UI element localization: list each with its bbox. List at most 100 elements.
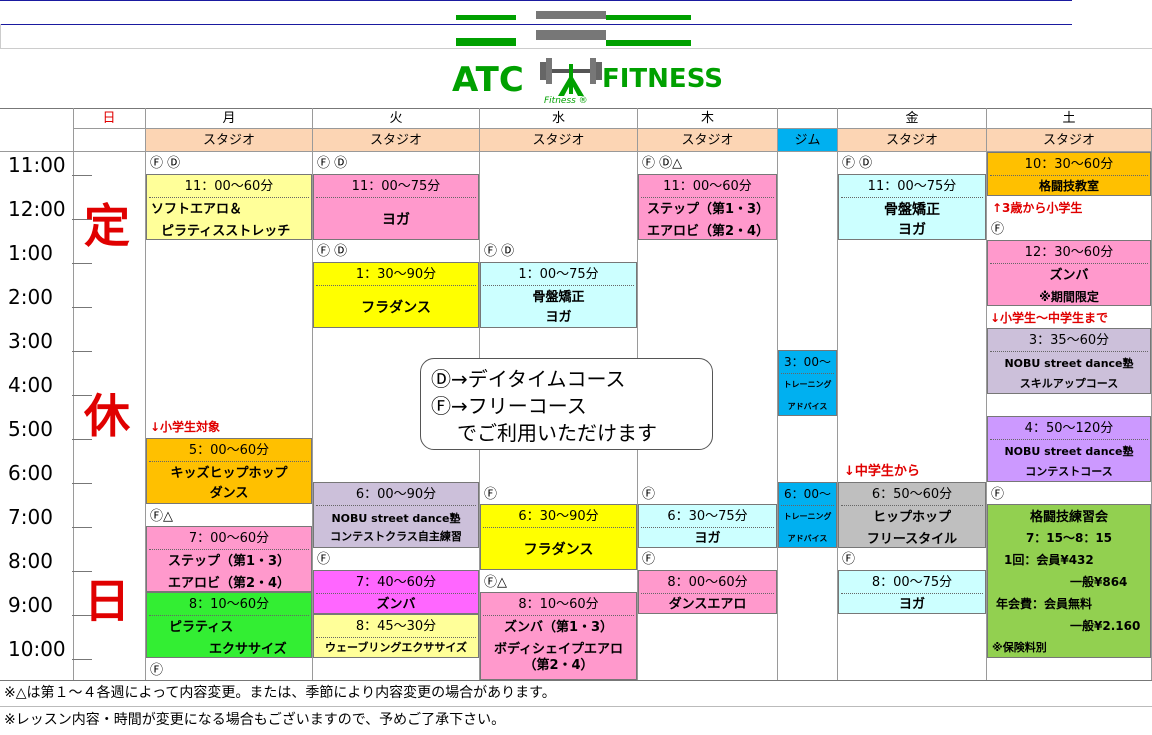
divider [841, 593, 983, 594]
class-name: ヨガ [694, 531, 721, 546]
time-0700: 7:00 [8, 505, 53, 529]
class-name: ヒップホップ [872, 510, 951, 525]
class-time: 8：10〜60分 [518, 597, 599, 612]
class-tue-2: 1：30〜90分 フラダンス [313, 262, 479, 328]
class-time: 11：00〜75分 [867, 179, 957, 194]
class-name: ウェーブリングエクササイズ [324, 641, 467, 654]
class-time: 6：30〜75分 [667, 509, 748, 524]
class-fri-3: 8：00〜75分 ヨガ [838, 570, 986, 614]
gym-label: ジム [794, 133, 821, 148]
class-time: 8：10〜60分 [188, 597, 270, 612]
day-wed-label: 水 [551, 111, 565, 126]
day-wed: 水 [480, 109, 637, 128]
logo-tagline: Fitness ® [544, 96, 588, 106]
class-time: 4：50〜120分 [1024, 421, 1114, 436]
time-0200: 2:00 [8, 285, 53, 309]
day-fri: 金 [838, 109, 986, 128]
mark-f: Ⓕ [150, 663, 164, 678]
class-name: コンテストコース [1025, 465, 1113, 478]
note-sat-2: ↓小学生〜中学生まで [990, 311, 1109, 325]
class-thu-2: 6：30〜75分 ヨガ [638, 504, 777, 548]
divider [483, 615, 634, 616]
mark-f: Ⓕ [642, 552, 656, 567]
divider [641, 197, 774, 198]
class-name: アドバイス [787, 402, 828, 411]
footer-rule [0, 706, 1152, 707]
footer-note-1: ※△は第１〜４各週によって内容変更。または、季節により内容変更の場合があります。 [4, 685, 556, 701]
class-name: ダンス [209, 486, 249, 501]
class-mon-1: 11：00〜60分 ソフトエアロ＆ ピラティスストレッチ [146, 174, 312, 240]
divider [316, 505, 476, 506]
class-name: NOBU street dance塾 [1004, 357, 1134, 370]
note-sat-1: ↑3歳から小学生 [992, 201, 1083, 215]
vline-2 [312, 108, 313, 680]
day-thu-label: 木 [700, 111, 714, 126]
gym-header: ジム [778, 129, 837, 151]
class-name: トレーニング [783, 380, 832, 389]
time-tick [72, 307, 92, 308]
divider [149, 461, 309, 462]
class-name: スキルアップコース [1019, 377, 1119, 390]
divider [316, 637, 476, 638]
class-wed-2: 6：30〜90分 フラダンス [480, 504, 637, 570]
day-sun: 日 [73, 109, 145, 128]
class-time: 10：30〜60分 [1024, 157, 1114, 172]
gym-slot-2: 6：00〜 トレーニング アドバイス [778, 482, 837, 548]
header-rule-3 [0, 48, 1152, 49]
time-0400: 4:00 [8, 373, 53, 397]
time-tick [72, 483, 92, 484]
class-name: ステップ（第1・3） [167, 554, 291, 569]
logo-atc-text: ATC [452, 60, 524, 100]
class-mon-3: 7：00〜60分 ステップ（第1・3） エアロビ（第2・4） [146, 526, 312, 592]
time-tick [72, 527, 92, 528]
day-thu: 木 [638, 109, 777, 128]
studio-label: スタジオ [202, 133, 255, 148]
divider [316, 285, 476, 286]
class-name: ズンバ [376, 597, 416, 612]
divider [149, 549, 309, 550]
time-1000: 10:00 [8, 637, 66, 661]
class-detail: 1回：会員¥432 [1004, 553, 1094, 567]
time-0500: 5:00 [8, 417, 53, 441]
day-tue-label: 火 [389, 111, 403, 126]
class-name: ボディシェイプエアロ [493, 642, 624, 657]
divider [149, 197, 309, 198]
class-name: ※期間限定 [1039, 290, 1099, 304]
header-rule-side [0, 24, 1, 48]
class-time: 1：30〜90分 [355, 267, 437, 282]
grid-head-line [73, 128, 1152, 129]
class-detail: 7：15〜8：15 [1025, 531, 1113, 545]
class-name: エクササイズ [209, 642, 287, 657]
class-tue-4: 7：40〜60分 ズンバ [313, 570, 479, 614]
divider [781, 373, 834, 374]
time-0800: 8:00 [8, 549, 53, 573]
class-name: トレーニング [783, 512, 832, 521]
grid-top [0, 108, 1152, 109]
class-fri-1: 11：00〜75分 骨盤矯正 ヨガ [838, 174, 986, 240]
closed-char-1: 定 [84, 199, 130, 253]
logo-ghost-2-shape [456, 30, 691, 46]
time-0600: 6:00 [8, 461, 53, 485]
class-name: ソフトエアロ＆ [151, 202, 243, 217]
studio-label: スタジオ [532, 133, 585, 148]
mark-fd-tri: Ⓕ Ⓓ△ [642, 156, 683, 171]
time-tick [72, 219, 92, 220]
header-rule-top [0, 0, 1072, 1]
class-name: ヨガ [545, 310, 572, 325]
time-0100: 1:00 [8, 241, 53, 265]
class-time: 8：00〜60分 [667, 575, 748, 590]
studio-sat: スタジオ [987, 129, 1151, 151]
time-1100: 11:00 [8, 153, 66, 177]
class-tue-5: 8：45〜30分 ウェーブリングエクササイズ [313, 614, 479, 658]
vline-1 [145, 108, 146, 680]
time-tick [72, 175, 92, 176]
mark-f: Ⓕ [642, 487, 656, 502]
mark-fd: Ⓕ Ⓓ [317, 156, 348, 171]
mark-f: Ⓕ [842, 552, 856, 567]
mark-fd: Ⓕ Ⓓ [842, 156, 873, 171]
mark-f: Ⓕ [991, 222, 1005, 237]
vline-6 [837, 108, 838, 680]
class-name: ヨガ [898, 597, 925, 612]
closed-char-3: 日 [84, 574, 130, 628]
class-time: 7：00〜60分 [188, 531, 270, 546]
